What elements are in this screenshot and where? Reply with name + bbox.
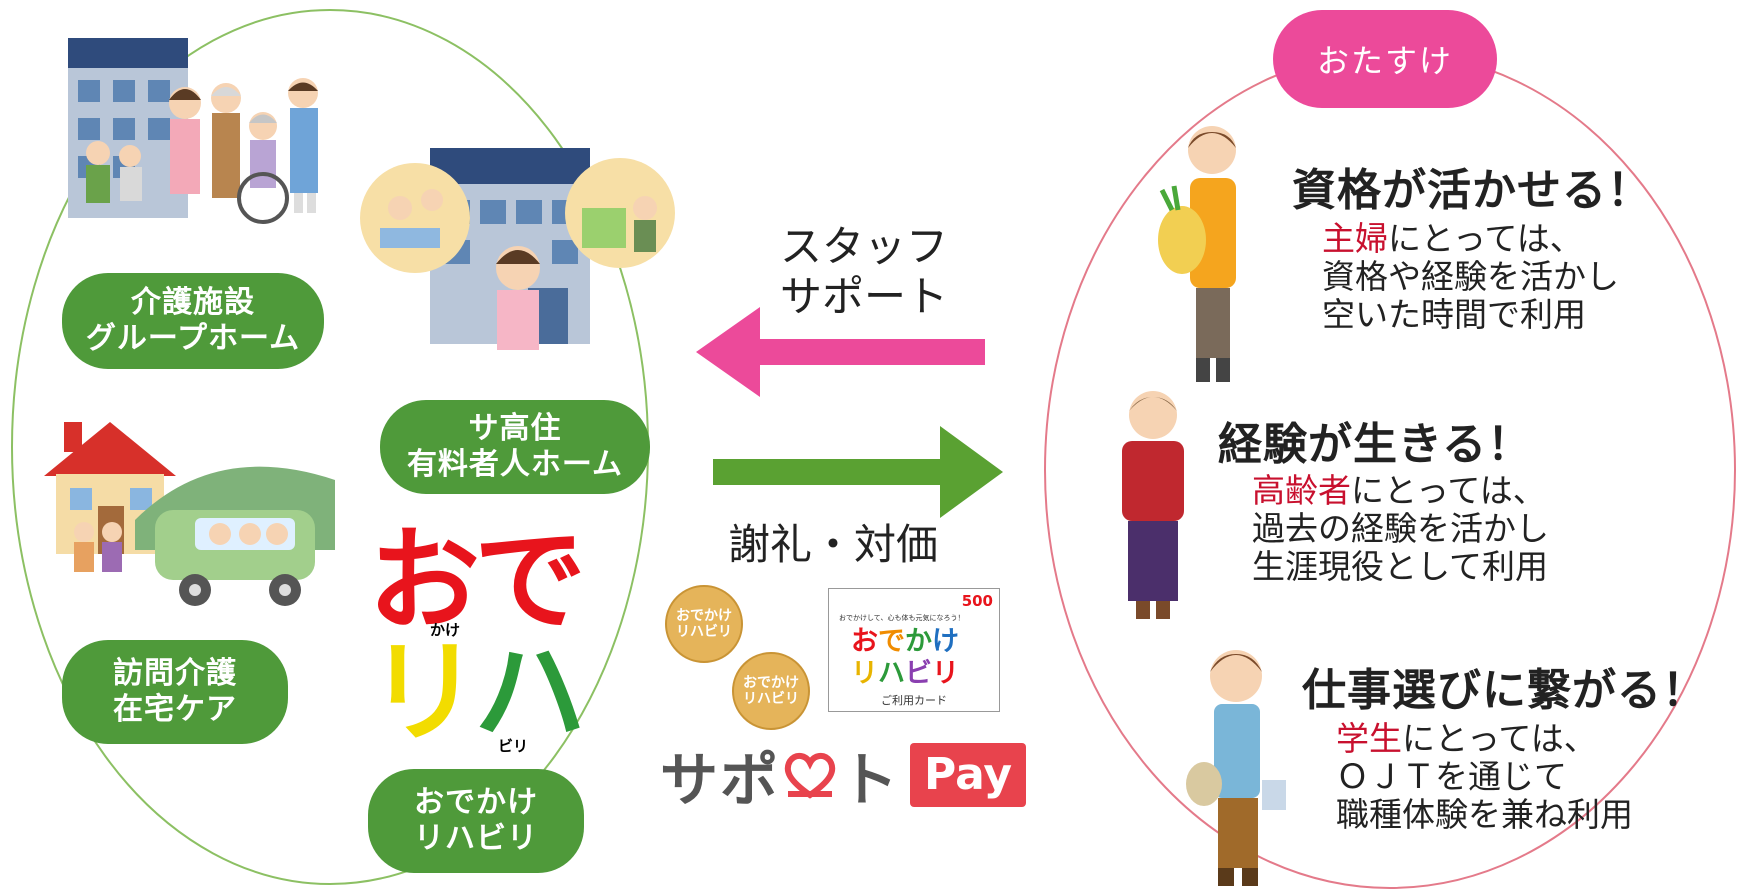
item-2-line1-rest: にとっては、	[1351, 471, 1546, 510]
card-char-ka: か	[905, 626, 932, 657]
reward-label: 謝礼・対価	[728, 520, 939, 569]
item-2-line2: 過去の経験を活かし	[1252, 509, 1549, 548]
logo-ha: ハ	[474, 628, 586, 758]
senior-housing-line1: サ高住	[468, 411, 562, 446]
card-small-text: おでかけして、心も体も元気になろう！	[839, 614, 965, 622]
card-title-line1: おでかけ	[851, 627, 959, 657]
card-title-line2: リハビリ	[851, 659, 959, 689]
senior-housing-pill: サ高住 有料者人ホーム	[380, 400, 650, 494]
otasuke-badge: おたすけ	[1273, 10, 1497, 108]
logo-ri: リ	[368, 628, 480, 758]
item-3-desc: 学生にとっては、 ＯＪＴを通じて 職種体験を兼ね利用	[1336, 720, 1633, 834]
item-3-line3: 職種体験を兼ね利用	[1336, 795, 1633, 834]
item-2-line1: 高齢者にとっては、	[1252, 472, 1549, 510]
item-3-line2: ＯＪＴを通じて	[1336, 757, 1567, 796]
odekake-coin-1: おでかけ リハビリ	[665, 585, 743, 663]
item-1-line1-rest: にとっては、	[1388, 219, 1583, 258]
item-3-highlight: 学生	[1336, 719, 1402, 758]
logo-bottom-small-text: ビリ	[498, 737, 529, 755]
card-char-ri: リ	[851, 658, 878, 689]
item-2-highlight: 高齢者	[1252, 471, 1351, 510]
item-3-line1-rest: にとっては、	[1402, 719, 1597, 758]
coin-1-line1: おでかけ	[676, 608, 732, 624]
logo-bottom-text: リハ	[368, 637, 586, 749]
item-1-line2: 資格や経験を活かし	[1322, 257, 1619, 296]
home-care-line1: 訪問介護	[113, 656, 237, 691]
item-1-heading: 資格が活かせる！	[1292, 165, 1652, 216]
heart-icon	[784, 753, 836, 799]
item-2-desc: 高齢者にとっては、 過去の経験を活かし 生涯現役として利用	[1252, 472, 1549, 586]
card-char-ha: ハ	[878, 658, 905, 689]
card-caption: ご利用カード	[881, 694, 947, 707]
item-1-highlight: 主婦	[1322, 219, 1388, 258]
home-care-pill: 訪問介護 在宅ケア	[62, 640, 288, 744]
card-char-ri2: リ	[932, 658, 959, 689]
care-facility-line1: 介護施設	[131, 285, 255, 320]
support-pay-text2: ト	[840, 746, 899, 814]
item-2-line3: 生涯現役として利用	[1252, 547, 1549, 586]
home-care-line2: 在宅ケア	[113, 692, 237, 727]
care-facility-illustration	[68, 38, 318, 224]
staff-support-line1: スタッフ	[780, 222, 949, 271]
reward-arrow	[713, 426, 1003, 518]
pay-badge: Pay	[910, 743, 1027, 807]
senior-housing-illustration	[360, 148, 675, 350]
odekake-rehab-line2: リハビリ	[414, 821, 538, 856]
odekake-rehab-logo: おで かけ リハ ビリ	[368, 525, 588, 755]
item-3-line1: 学生にとっては、	[1336, 720, 1633, 758]
item-2-heading: 経験が生きる！	[1218, 419, 1533, 470]
item-1-line3: 空いた時間で利用	[1322, 295, 1586, 334]
odekake-rehab-line1: おでかけ	[414, 785, 538, 820]
staff-support-arrow	[696, 307, 985, 397]
coin-2-line1: おでかけ	[743, 675, 799, 691]
card-char-bi: ビ	[905, 658, 932, 689]
staff-support-line2: サポート	[780, 272, 949, 321]
card-char-de: で	[878, 626, 905, 657]
support-pay-logo: サポ ト Pay	[660, 740, 1027, 814]
usage-card: 500 おでかけして、心も体も元気になろう！ おでかけ リハビリ ご利用カード	[828, 588, 1000, 712]
odekake-coin-2: おでかけ リハビリ	[732, 652, 810, 730]
item-1-desc: 主婦にとっては、 資格や経験を活かし 空いた時間で利用	[1322, 220, 1619, 334]
elderly-illustration	[1122, 391, 1184, 619]
care-facility-pill: 介護施設 グループホーム	[62, 273, 324, 369]
card-value: 500	[961, 592, 993, 610]
item-3-heading: 仕事選びに繋がる！	[1302, 665, 1707, 716]
coin-2-line2: リハビリ	[743, 691, 799, 707]
odekake-rehab-pill: おでかけ リハビリ	[368, 769, 584, 873]
senior-housing-line2: 有料者人ホーム	[406, 447, 624, 482]
card-char-o: お	[851, 626, 878, 657]
item-1-line1: 主婦にとっては、	[1322, 220, 1619, 258]
card-char-ke: け	[932, 626, 959, 657]
care-car-illustration	[135, 466, 335, 606]
housewife-illustration	[1158, 126, 1236, 382]
coin-1-line2: リハビリ	[676, 624, 732, 640]
staff-support-label: スタッフ サポート	[780, 222, 948, 322]
logo-top-text: おで	[368, 516, 586, 646]
support-pay-text: サポ	[660, 746, 781, 814]
care-facility-line2: グループホーム	[85, 321, 301, 356]
student-illustration	[1186, 650, 1286, 886]
logo-top-small-text: かけ	[430, 621, 461, 639]
